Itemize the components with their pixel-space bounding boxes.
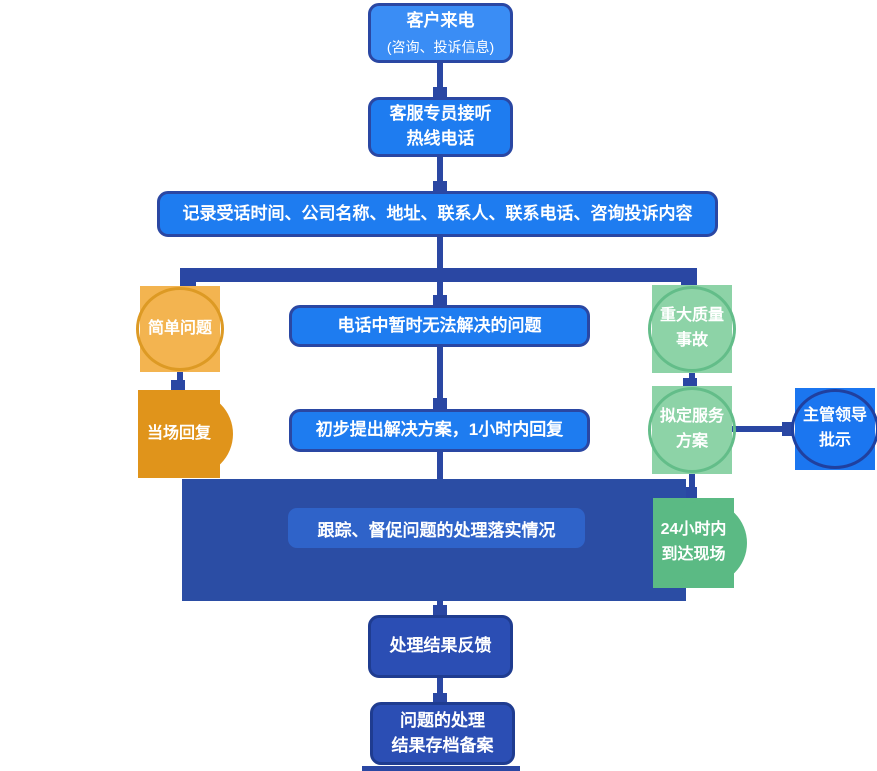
node-label-line1: 拟定服务 [659, 408, 724, 426]
arrowhead-right-icon [782, 422, 794, 436]
connector-plan-to-24h [689, 474, 695, 489]
node-label-line2: 到达现场 [661, 546, 726, 563]
node-simple-issue: 简单问题 [136, 286, 224, 372]
connector-track-to-feedback [437, 600, 443, 608]
node-phone-unsolved: 电话中暂时无法解决的问题 [289, 305, 590, 347]
arrowhead-down-icon [433, 295, 447, 306]
connector-record-to-branch [437, 237, 443, 297]
node-label: 处理结果反馈 [389, 636, 492, 656]
arrowhead-down-icon [683, 378, 697, 388]
node-archive: 问题的处理 结果存档备案 [370, 702, 515, 765]
node-label-line2: 方案 [675, 433, 708, 450]
node-record-info: 记录受话时间、公司名称、地址、联系人、联系电话、咨询投诉内容 [157, 191, 718, 237]
node-initial-solution: 初步提出解决方案，1小时内回复 [289, 409, 590, 452]
node-leader-approval: 主管领导 批示 [791, 388, 877, 470]
arrowhead-down-icon [171, 380, 185, 390]
connector-accident-to-plan [689, 372, 695, 380]
arrowhead-down-icon [433, 87, 447, 98]
node-label: 记录受话时间、公司名称、地址、联系人、联系电话、咨询投诉内容 [182, 203, 693, 223]
node-label-line1: 主管领导 [802, 407, 867, 425]
node-label-line2: 批示 [818, 432, 851, 449]
node-arrive-24h: 24小时内 到达现场 [653, 498, 747, 588]
node-service-plan: 拟定服务 方案 [648, 386, 736, 474]
connector-solution-to-track [437, 452, 443, 482]
node-label: 电话中暂时无法解决的问题 [337, 315, 542, 335]
connector-agent-to-record [437, 157, 443, 183]
node-major-accident: 重大质量 事故 [648, 285, 736, 373]
node-subtitle: (咨询、投诉信息) [386, 38, 495, 55]
node-label-line1: 重大质量 [659, 307, 724, 325]
node-label-line2: 事故 [675, 332, 708, 349]
node-label-line2: 热线电话 [406, 129, 475, 148]
arrowhead-down-icon [433, 398, 447, 409]
node-label-line1: 客服专员接听 [389, 104, 492, 124]
branch-bar [180, 268, 697, 282]
node-incoming-call: 客户来电 (咨询、投诉信息) [368, 3, 513, 63]
arrowhead-down-icon [433, 181, 447, 192]
node-track-supervise: 跟踪、督促问题的处理落实情况 [288, 508, 585, 548]
node-onsite-reply: 当场回复 [138, 390, 233, 478]
arrowhead-down-icon [433, 605, 447, 615]
connector-call-to-agent [437, 63, 443, 89]
node-label: 当场回复 [146, 424, 211, 442]
connector-feedback-to-archive [437, 678, 443, 696]
node-label-line1: 问题的处理 [400, 710, 485, 730]
bulge-shape [149, 392, 233, 476]
node-label-line2: 结果存档备案 [391, 735, 494, 755]
node-agent-answer: 客服专员接听 热线电话 [368, 97, 513, 157]
node-label: 初步提出解决方案，1小时内回复 [315, 420, 564, 440]
node-label: 简单问题 [147, 319, 212, 337]
node-label: 跟踪、督促问题的处理落实情况 [317, 520, 556, 540]
arrowhead-down-icon [433, 693, 447, 703]
connector-plan-to-leader [732, 426, 784, 432]
connector-unsolved-to-solution [437, 347, 443, 399]
bottom-cutoff-shape [362, 766, 520, 771]
connector-simple-to-reply [177, 372, 183, 381]
node-result-feedback: 处理结果反馈 [368, 615, 513, 678]
bulge-shape [663, 501, 747, 585]
node-title: 客户来电 [406, 11, 475, 31]
arrowhead-down-icon [683, 487, 697, 498]
node-label-line1: 24小时内 [660, 521, 727, 539]
